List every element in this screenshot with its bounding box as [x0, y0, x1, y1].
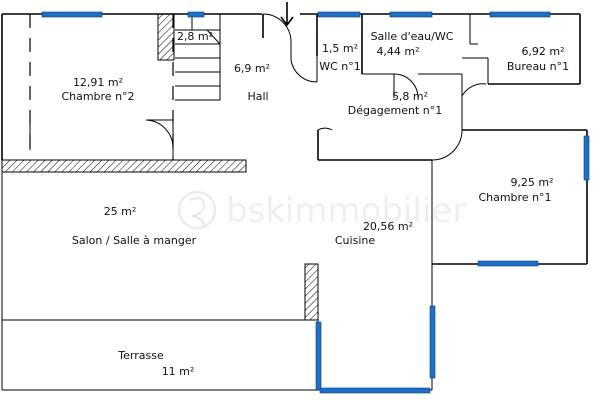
- room-area-salon: 25 m²: [104, 205, 137, 218]
- room-area-cuisine: 20,56 m²: [363, 220, 413, 233]
- room-name-terrasse: Terrasse: [117, 349, 164, 362]
- room-area-chambre-1: 9,25 m²: [510, 176, 553, 189]
- watermark-logo: [177, 190, 217, 230]
- window-cuisine-bottom: [319, 387, 431, 394]
- walls: [1, 13, 588, 391]
- window-chambre-1-side: [583, 135, 590, 181]
- window-cuisine-right: [429, 305, 436, 379]
- window-salle-eau: [389, 11, 433, 18]
- room-area-bureau-1: 6,92 m²: [521, 45, 564, 58]
- room-name-hall: Hall: [247, 90, 268, 103]
- room-name-bureau-1: Bureau n°1: [507, 60, 569, 73]
- room-area-chambre-2: 12,91 m²: [73, 76, 123, 89]
- room-name-chambre-1: Chambre n°1: [478, 191, 551, 204]
- window-chambre-2: [41, 11, 103, 18]
- watermark-text: bskimmobilier: [226, 191, 466, 231]
- staircase: [157, 13, 221, 101]
- doors: [145, 13, 487, 161]
- entrance-arrow-icon: [280, 2, 294, 27]
- room-area-degagement-1: 5,8 m²: [392, 90, 428, 103]
- window-escalier: [187, 11, 205, 18]
- window-chambre-1-bottom: [477, 260, 539, 267]
- room-area-terrasse: 11 m²: [162, 365, 195, 378]
- windows: [41, 11, 590, 394]
- room-area-salle-eau: 4,44 m²: [376, 45, 419, 58]
- room-name-salon: Salon / Salle à manger: [72, 234, 197, 247]
- room-area-hall: 6,9 m²: [234, 62, 270, 75]
- room-name-wc-1: WC n°1: [319, 60, 361, 73]
- room-area-wc-1: 1,5 m²: [322, 42, 358, 55]
- window-bureau: [489, 11, 551, 18]
- room-labels: 12,91 m² Chambre n°2 2,8 m² 6,9 m² Hall …: [61, 30, 569, 378]
- window-wc: [317, 11, 361, 18]
- window-cuisine-left: [315, 321, 322, 391]
- room-area-escalier: 2,8 m²: [177, 30, 213, 43]
- room-name-degagement-1: Dégagement n°1: [348, 104, 442, 117]
- room-name-chambre-2: Chambre n°2: [61, 90, 134, 103]
- room-name-cuisine: Cuisine: [335, 234, 375, 247]
- room-name-salle-eau: Salle d'eau/WC: [371, 30, 454, 43]
